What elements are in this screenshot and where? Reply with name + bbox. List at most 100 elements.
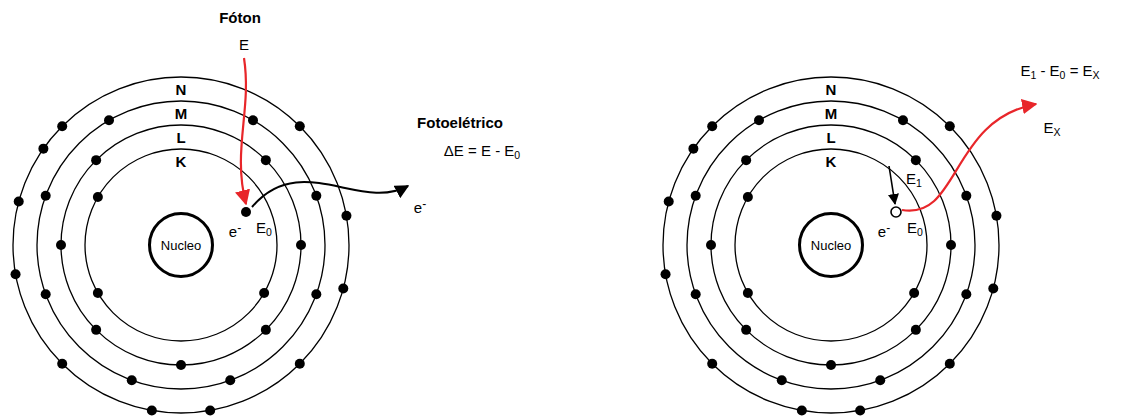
electron-dot	[961, 191, 971, 201]
electron-dot	[205, 405, 215, 415]
electron-dot	[248, 115, 258, 125]
electron-dot	[743, 192, 753, 202]
energy-label: E1	[906, 171, 922, 186]
electron-dot	[147, 405, 157, 415]
electron-dot	[777, 375, 787, 385]
electron-dot	[688, 144, 698, 154]
superscript: -	[422, 196, 426, 210]
subscript: 0	[266, 226, 272, 238]
electron-dots	[11, 115, 1002, 415]
electron-dot	[225, 375, 235, 385]
part-label: Fotoelétrico	[417, 115, 503, 130]
electron-dot	[341, 211, 351, 221]
electron-dot	[11, 269, 21, 279]
energy-label: EX	[1043, 120, 1060, 135]
shell-ring	[663, 77, 999, 413]
shell-ring	[85, 149, 277, 341]
subscript: X	[1054, 126, 1061, 138]
electron-dot	[176, 360, 186, 370]
electron-dot	[14, 197, 24, 207]
electron-dot	[91, 325, 101, 335]
electron-dot	[754, 115, 764, 125]
electron-dot	[898, 115, 908, 125]
electron-dot	[661, 269, 671, 279]
photon-arrow	[241, 58, 246, 204]
electron-dot	[311, 191, 321, 201]
subscript: 0	[917, 226, 923, 238]
nucleus-label: Nucleo	[811, 239, 851, 252]
electron-dot	[104, 115, 114, 125]
electron-dot	[664, 197, 674, 207]
electron-dot	[826, 360, 836, 370]
shell-ring	[61, 125, 301, 365]
part-label: N	[826, 82, 837, 97]
energy-label: E1 - E0 = EX	[1020, 63, 1099, 78]
electron-dot	[945, 359, 955, 369]
electron-dot	[91, 155, 101, 165]
nucleus-circle: Nucleo	[148, 212, 214, 278]
subscript: 0	[1060, 69, 1066, 81]
electron-dot	[741, 325, 751, 335]
electron-dot	[707, 121, 717, 131]
electron-dot	[945, 121, 955, 131]
part-label: K	[826, 154, 837, 169]
electron-dot	[41, 191, 51, 201]
part-label: L	[826, 130, 835, 145]
target-electron	[241, 207, 251, 217]
photoelectron-arrow	[252, 182, 408, 207]
electron-dot	[741, 155, 751, 165]
energy-label: e-	[414, 200, 426, 215]
electron-dot	[991, 211, 1001, 221]
electron-dot	[57, 121, 67, 131]
part-label: N	[176, 82, 187, 97]
electron-dot	[261, 155, 271, 165]
electron-dot	[93, 288, 103, 298]
electron-vacancy	[891, 207, 901, 217]
energy-label: e-	[229, 224, 241, 239]
electron-dot	[338, 283, 348, 293]
electron-dot	[961, 289, 971, 299]
shell-ring	[687, 101, 975, 389]
electron-dot	[909, 288, 919, 298]
electron-dot	[296, 240, 306, 250]
part-label: L	[176, 130, 185, 145]
electron-dot	[295, 121, 305, 131]
electron-dot	[707, 359, 717, 369]
energy-label: E0	[256, 220, 272, 235]
part-label: M	[825, 106, 838, 121]
energy-label: e-	[878, 224, 890, 239]
transition-arrow	[889, 166, 895, 204]
subscript: 1	[916, 177, 922, 189]
electron-dot	[261, 325, 271, 335]
shell-ring	[37, 101, 325, 389]
electron-dot	[911, 155, 921, 165]
electron-dot	[295, 359, 305, 369]
electron-dot	[797, 405, 807, 415]
superscript: -	[237, 220, 241, 234]
electron-shells	[13, 77, 999, 413]
superscript: -	[886, 220, 890, 234]
subscript: 1	[1030, 69, 1036, 81]
part-label: Fóton	[219, 10, 261, 25]
energy-label: ΔE = E - E0	[444, 143, 520, 158]
nucleus-circle: Nucleo	[798, 212, 864, 278]
electron-dot	[691, 191, 701, 201]
subscript: X	[1093, 69, 1100, 81]
electron-dot	[38, 144, 48, 154]
electron-dot	[855, 405, 865, 415]
electron-dot	[127, 375, 137, 385]
electron-dot	[41, 289, 51, 299]
electron-dot	[875, 375, 885, 385]
subscript: 0	[514, 149, 520, 161]
electron-dot	[946, 240, 956, 250]
electron-dot	[988, 283, 998, 293]
electron-dot	[259, 288, 269, 298]
electron-dot	[93, 192, 103, 202]
shell-ring	[735, 149, 927, 341]
electron-dot	[56, 240, 66, 250]
electron-dot	[706, 240, 716, 250]
electron-dot	[311, 289, 321, 299]
electron-dot	[691, 289, 701, 299]
